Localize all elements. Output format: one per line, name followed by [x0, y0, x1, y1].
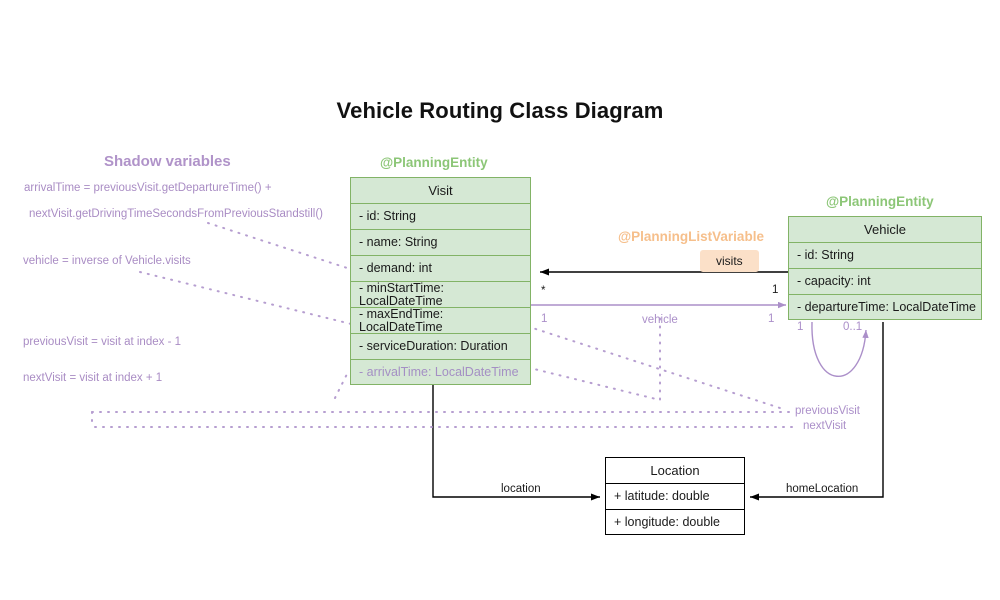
class-attribute-visit-arrival-time: - arrivalTime: LocalDateTime: [350, 359, 531, 385]
class-name-location: Location: [605, 457, 745, 483]
edge-label-location: location: [501, 483, 541, 495]
multiplicity-visits-target: *: [541, 285, 546, 297]
shadow-note-arrival-time-1: arrivalTime = previousVisit.getDeparture…: [24, 182, 272, 194]
class-attribute-visit-id: - id: String: [350, 203, 531, 229]
multiplicity-visits-source: 1: [772, 284, 779, 296]
class-attribute-vehicle-departure-time: - departureTime: LocalDateTime: [788, 294, 982, 320]
class-attribute-location-latitude: + latitude: double: [605, 483, 745, 509]
shadow-note-vehicle: vehicle = inverse of Vehicle.visits: [23, 255, 191, 267]
class-attribute-vehicle-capacity: - capacity: int: [788, 268, 982, 294]
stereotype-planning-entity-vehicle: @PlanningEntity: [826, 194, 934, 209]
class-attribute-visit-min-start-time: - minStartTime: LocalDateTime: [350, 281, 531, 307]
multiplicity-vehicle-source: 1: [541, 313, 548, 325]
edge-label-vehicle: vehicle: [642, 314, 678, 326]
multiplicity-visit-chain-target: 0..1: [843, 321, 863, 333]
edge-label-home-location: homeLocation: [786, 483, 859, 495]
edge-home-location: [750, 322, 884, 501]
class-attribute-visit-service-duration: - serviceDuration: Duration: [350, 333, 531, 359]
class-name-visit: Visit: [350, 177, 531, 203]
class-box-location[interactable]: Location + latitude: double + longitude:…: [605, 457, 745, 535]
class-box-visit[interactable]: Visit - id: String - name: String - dema…: [350, 177, 531, 385]
page-title: Vehicle Routing Class Diagram: [336, 98, 664, 123]
edge-visit-chain: [811, 321, 869, 377]
shadow-connectors: [91, 222, 796, 429]
shadow-note-next-visit: nextVisit = visit at index + 1: [23, 372, 163, 384]
class-attribute-visit-max-end-time: - maxEndTime: LocalDateTime: [350, 307, 531, 333]
class-box-vehicle[interactable]: Vehicle - id: String - capacity: int - d…: [788, 216, 982, 320]
edge-label-next-visit: nextVisit: [803, 420, 847, 432]
multiplicity-vehicle-target: 1: [768, 313, 775, 325]
edge-location: [432, 385, 600, 501]
class-attribute-visit-name: - name: String: [350, 229, 531, 255]
stereotype-planning-list-variable: @PlanningListVariable: [618, 229, 764, 244]
stereotype-planning-entity-visit: @PlanningEntity: [380, 155, 488, 170]
shadow-variables-heading: Shadow variables: [104, 153, 231, 170]
class-attribute-visit-demand: - demand: int: [350, 255, 531, 281]
edge-label-visits: visits: [700, 250, 759, 272]
class-attribute-location-longitude: + longitude: double: [605, 509, 745, 535]
class-name-vehicle: Vehicle: [788, 216, 982, 242]
class-attribute-vehicle-id: - id: String: [788, 242, 982, 268]
shadow-note-arrival-time-2: nextVisit.getDrivingTimeSecondsFromPrevi…: [29, 208, 323, 220]
multiplicity-visit-chain-source: 1: [797, 321, 804, 333]
shadow-note-previous-visit: previousVisit = visit at index - 1: [23, 336, 181, 348]
edge-label-previous-visit: previousVisit: [795, 405, 860, 417]
